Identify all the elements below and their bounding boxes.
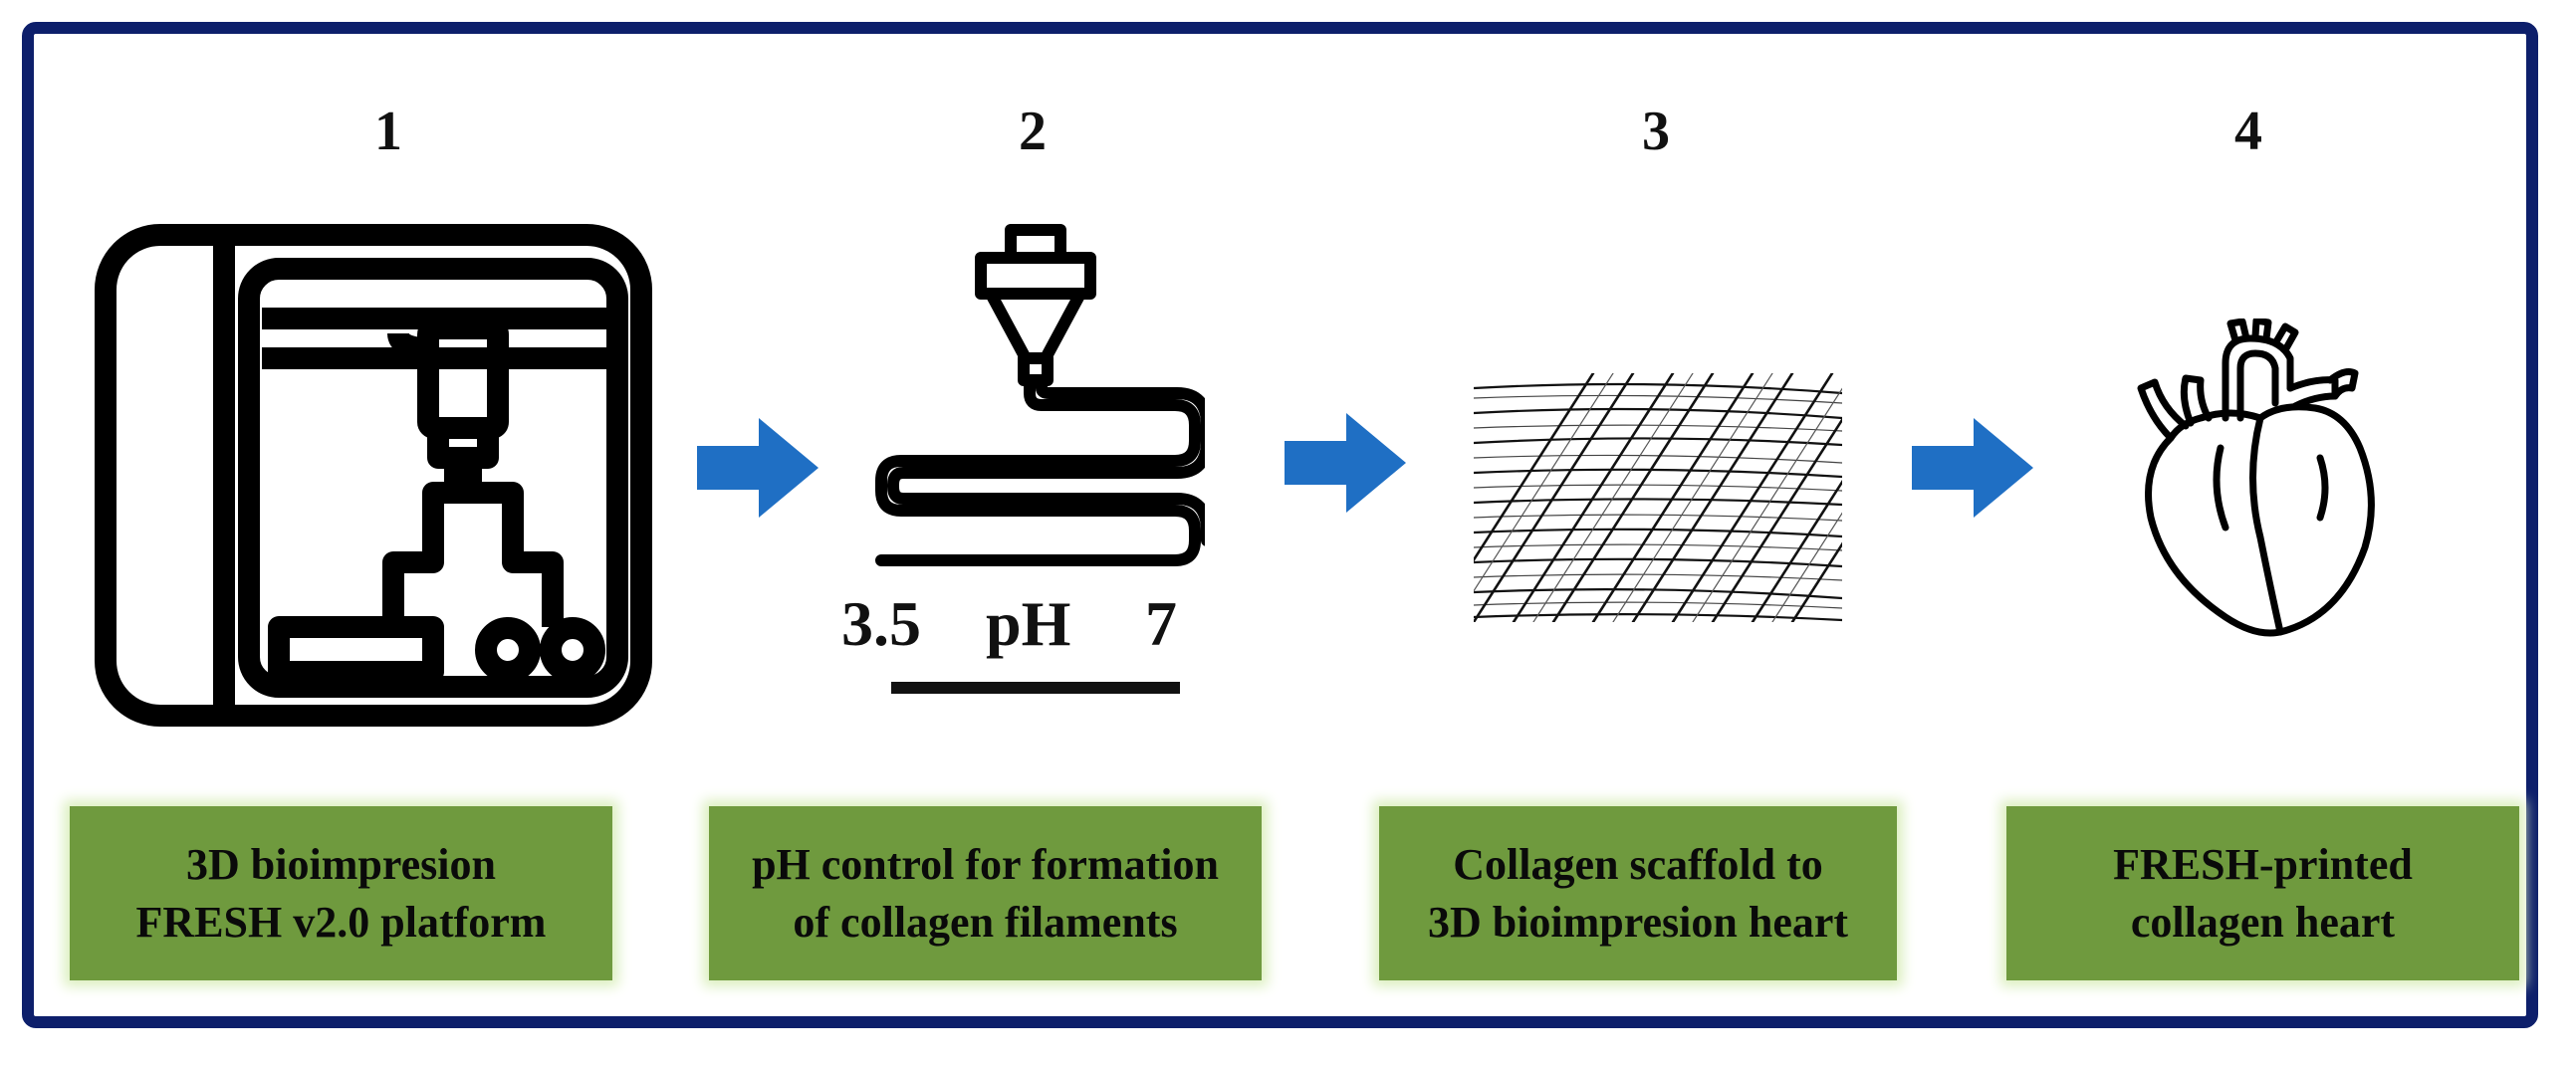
ph-label: pH bbox=[986, 588, 1071, 659]
step-4-label-line-2: collagen heart bbox=[2130, 897, 2396, 947]
arrow-right-icon bbox=[697, 418, 819, 518]
step-1-label: 3D bioimpresion FRESH v2.0 platform bbox=[70, 806, 612, 980]
collagen-scaffold-icon bbox=[1474, 373, 1842, 622]
step-4-number: 4 bbox=[2234, 101, 2262, 162]
arrow-right-icon bbox=[1912, 418, 2033, 518]
step-3-label-line-1: Collagen scaffold to bbox=[1453, 839, 1823, 889]
arrow-right-icon bbox=[1285, 413, 1406, 513]
step-1-label-line-2: FRESH v2.0 platform bbox=[135, 897, 547, 947]
step-3-label-line-2: 3D bioimpresion heart bbox=[1427, 897, 1849, 947]
ph-scale-bar bbox=[891, 682, 1180, 694]
step-2-label-line-2: of collagen filaments bbox=[793, 897, 1178, 947]
3d-printer-icon bbox=[95, 224, 652, 727]
step-2-number: 2 bbox=[1019, 101, 1047, 162]
ph-high-value: 7 bbox=[1145, 588, 1177, 659]
step-1-number: 1 bbox=[374, 101, 402, 162]
heart-icon bbox=[2137, 319, 2375, 637]
step-3-number: 3 bbox=[1642, 101, 1670, 162]
ph-low-value: 3.5 bbox=[841, 588, 921, 659]
step-4-label: FRESH-printed collagen heart bbox=[2006, 806, 2519, 980]
step-3-label: Collagen scaffold to 3D bioimpresion hea… bbox=[1379, 806, 1897, 980]
step-1-label-line-1: 3D bioimpresion bbox=[186, 839, 496, 889]
step-2-label: pH control for formation of collagen fil… bbox=[709, 806, 1262, 980]
step-4-label-line-1: FRESH-printed bbox=[2113, 839, 2413, 889]
step-2-label-line-1: pH control for formation bbox=[752, 839, 1219, 889]
extrusion-nozzle-icon bbox=[875, 224, 1205, 566]
